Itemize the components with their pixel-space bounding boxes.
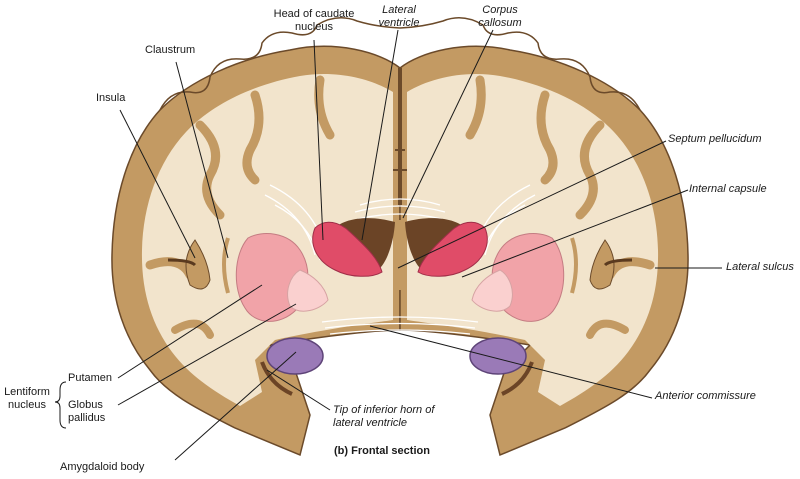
label-internal-capsule: Internal capsule	[689, 183, 767, 195]
septum-pellucidum	[397, 220, 403, 290]
label-putamen: Putamen	[68, 372, 113, 384]
leader-lines	[117, 29, 722, 461]
caudate-nucleus	[312, 221, 488, 277]
label-claustrum: Claustrum	[145, 44, 196, 56]
globus-pallidus	[287, 269, 513, 312]
claustrum	[222, 237, 578, 294]
label-septum-pellucidum: Septum pellucidum	[668, 133, 762, 145]
lateral-ventricles	[335, 218, 465, 268]
lentiform-brace	[54, 381, 67, 429]
label-lateral-sulcus: Lateral sulcus	[726, 261, 794, 273]
label-head-of-caudate: Head of caudate nucleus	[273, 8, 355, 33]
label-globus-pallidus: Globus pallidus	[68, 399, 106, 424]
figure-caption: (b) Frontal section	[334, 445, 430, 457]
label-amygdaloid-body: Amygdaloid body	[60, 461, 145, 473]
label-insula: Insula	[96, 92, 126, 104]
label-lateral-ventricle: Lateral ventricle	[378, 4, 420, 29]
label-anterior-commissure: Anterior commissure	[655, 390, 756, 402]
amygdaloid-body	[260, 337, 534, 396]
label-tip-of-inferior-horn: Tip of inferior horn of lateral ventricl…	[333, 404, 435, 429]
label-corpus-callosum: Corpus callosum	[478, 4, 522, 29]
label-lentiform-nucleus: Lentiform nucleus	[4, 386, 50, 411]
